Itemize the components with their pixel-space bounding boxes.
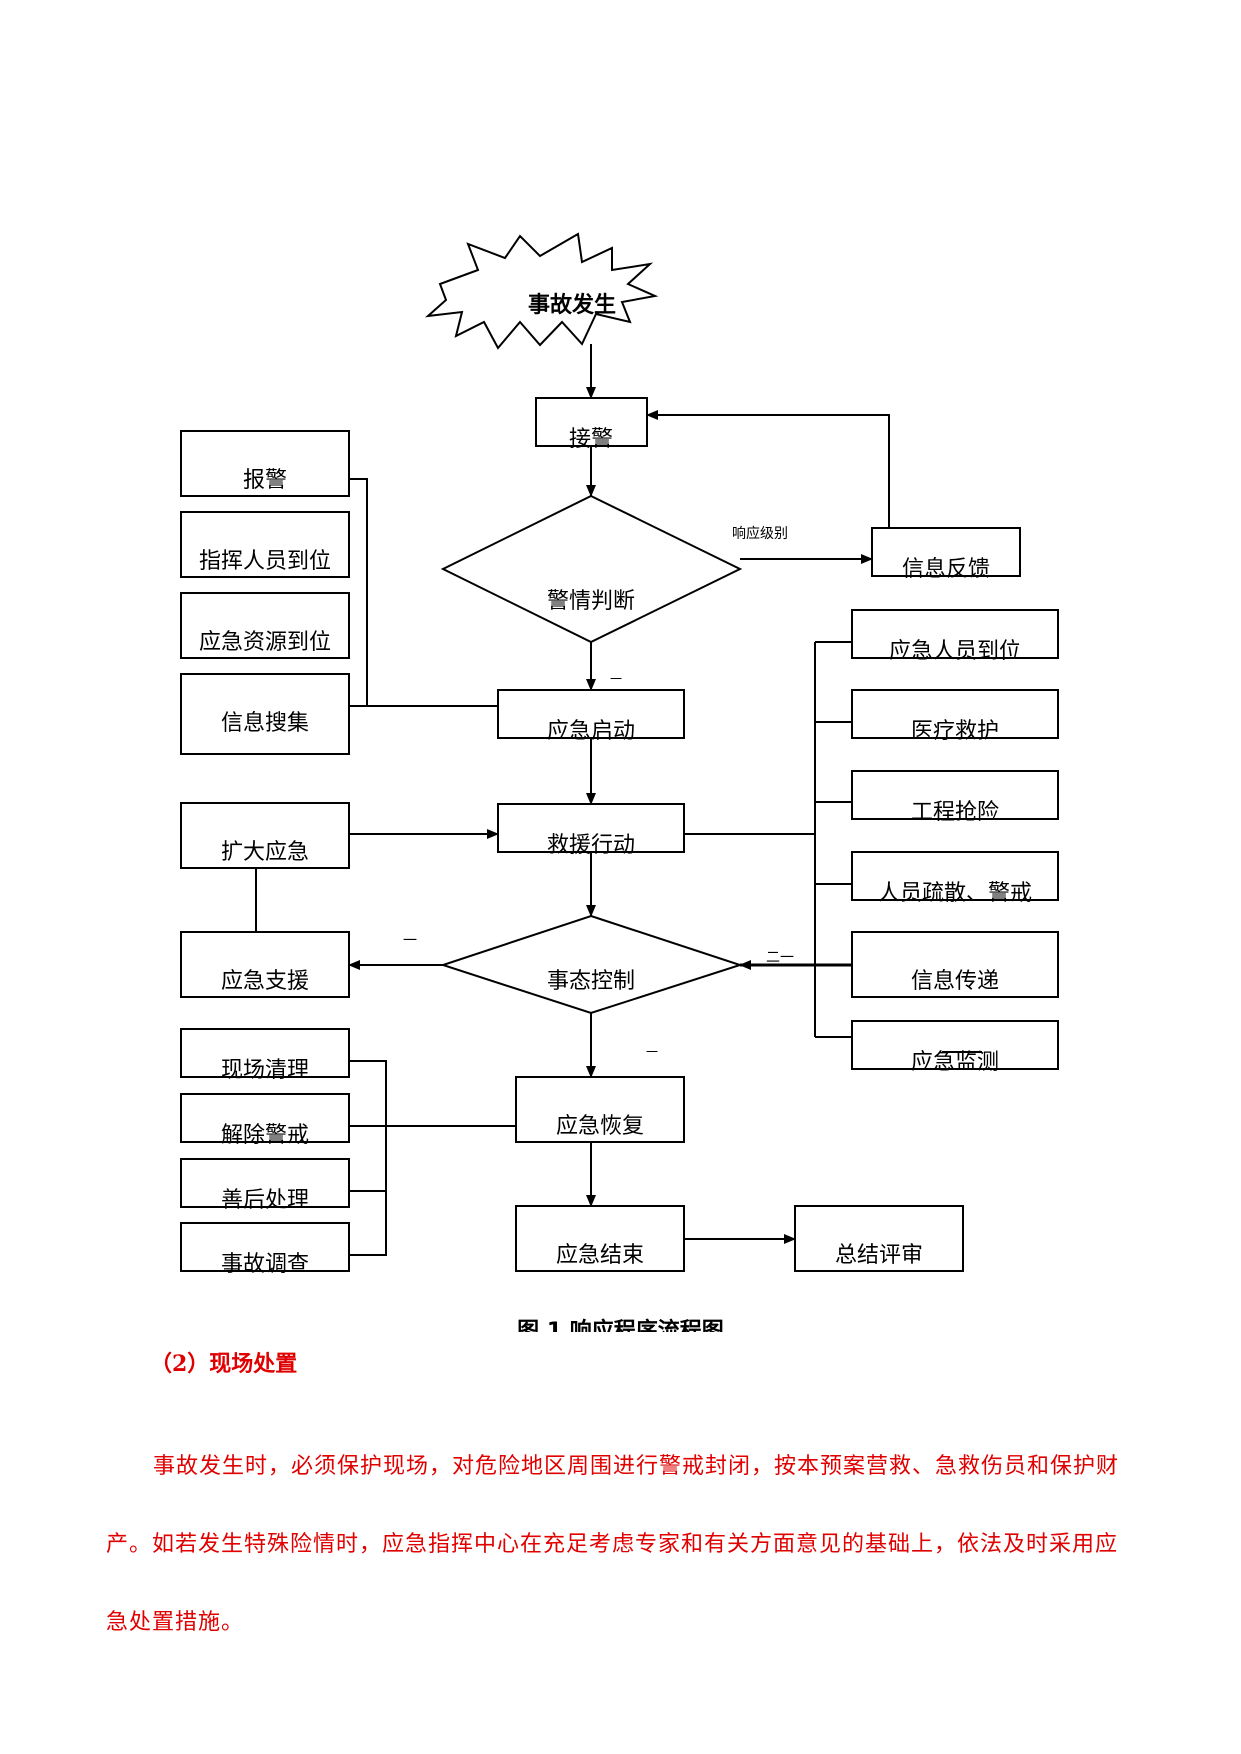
right-box-1: 应急人员到位 [889, 639, 1021, 664]
left-box-1: 报警 [243, 468, 287, 493]
left-bottom-2: 解除警戒 [221, 1123, 309, 1148]
left-box-4: 信息搜集 [221, 711, 309, 736]
review-node: 总结评审 [794, 1205, 964, 1272]
left-bottom-column: 现场清理 解除警戒 善后处理 事故调查 [180, 1028, 350, 1277]
section-paragraph: 事故发生时，必须保护现场，对危险地区周围进行警戒封闭，按本预案营救、急救伤员和保… [106, 1454, 1120, 1635]
control-right-tag: 二一 [766, 950, 794, 966]
recover-node: 应急恢复 一 [515, 1045, 685, 1143]
end-node: 应急结束 [515, 1205, 685, 1272]
expand-label: 扩大应急 [221, 840, 309, 865]
judge-label: 警情判断 [547, 589, 635, 614]
startup-node: 应急启动 一 [497, 672, 685, 744]
control-node: 事态控制 一 二一 [403, 914, 794, 1015]
right-box-5: 信息传递 [911, 969, 999, 994]
support-label: 应急支援 [221, 969, 309, 994]
left-box-3: 应急资源到位 [199, 630, 331, 655]
support-node: 应急支援 [180, 931, 350, 998]
judge-node: 警情判断 响应级别 [440, 494, 788, 644]
left-column: 报警 指挥人员到位 应急资源到位 信息搜集 [180, 430, 350, 755]
response-level-label: 响应级别 [732, 525, 788, 542]
right-column: 应急人员到位 医疗救护 工程抢险 人员疏散、警戒 信息传递 应急监测 [851, 609, 1059, 1075]
section-heading: （2）现场处置 [150, 1351, 298, 1377]
connectors [255, 344, 890, 1256]
action-node: 救援行动 [497, 803, 685, 858]
right-box-6: 应急监测 [911, 1050, 999, 1075]
review-label: 总结评审 [835, 1243, 923, 1268]
start-label: 事故发生 [528, 292, 616, 318]
control-label: 事态控制 [547, 969, 635, 994]
start-node: 事故发生 [424, 232, 659, 350]
feedback-label: 信息反馈 [902, 557, 990, 582]
recover-label: 应急恢复 [556, 1114, 644, 1139]
left-bottom-4: 事故调查 [221, 1252, 309, 1277]
end-label: 应急结束 [556, 1243, 644, 1268]
expand-node: 扩大应急 [180, 802, 350, 869]
figure-caption: 图 1 响应程序流程图 [517, 1319, 724, 1332]
control-left-tag: 一 [403, 933, 417, 949]
left-box-2: 指挥人员到位 [199, 549, 331, 574]
recover-tag: 一 [646, 1045, 658, 1059]
left-bottom-1: 现场清理 [221, 1058, 309, 1083]
feedback-node: 信息反馈 [871, 527, 1021, 582]
right-box-2: 医疗救护 [911, 719, 999, 744]
right-box-4: 人员疏散、警戒 [878, 881, 1032, 906]
receive-alarm-node: 接警 [535, 397, 648, 452]
response-flowchart: 事故发生 接警 警情判断 响应级别 信息反馈 报警 指挥人员到位 应急资源到位 … [180, 232, 1059, 1277]
partial-tag: 一 [610, 672, 622, 686]
right-box-3: 工程抢险 [911, 800, 999, 825]
left-bottom-3: 善后处理 [221, 1188, 309, 1213]
